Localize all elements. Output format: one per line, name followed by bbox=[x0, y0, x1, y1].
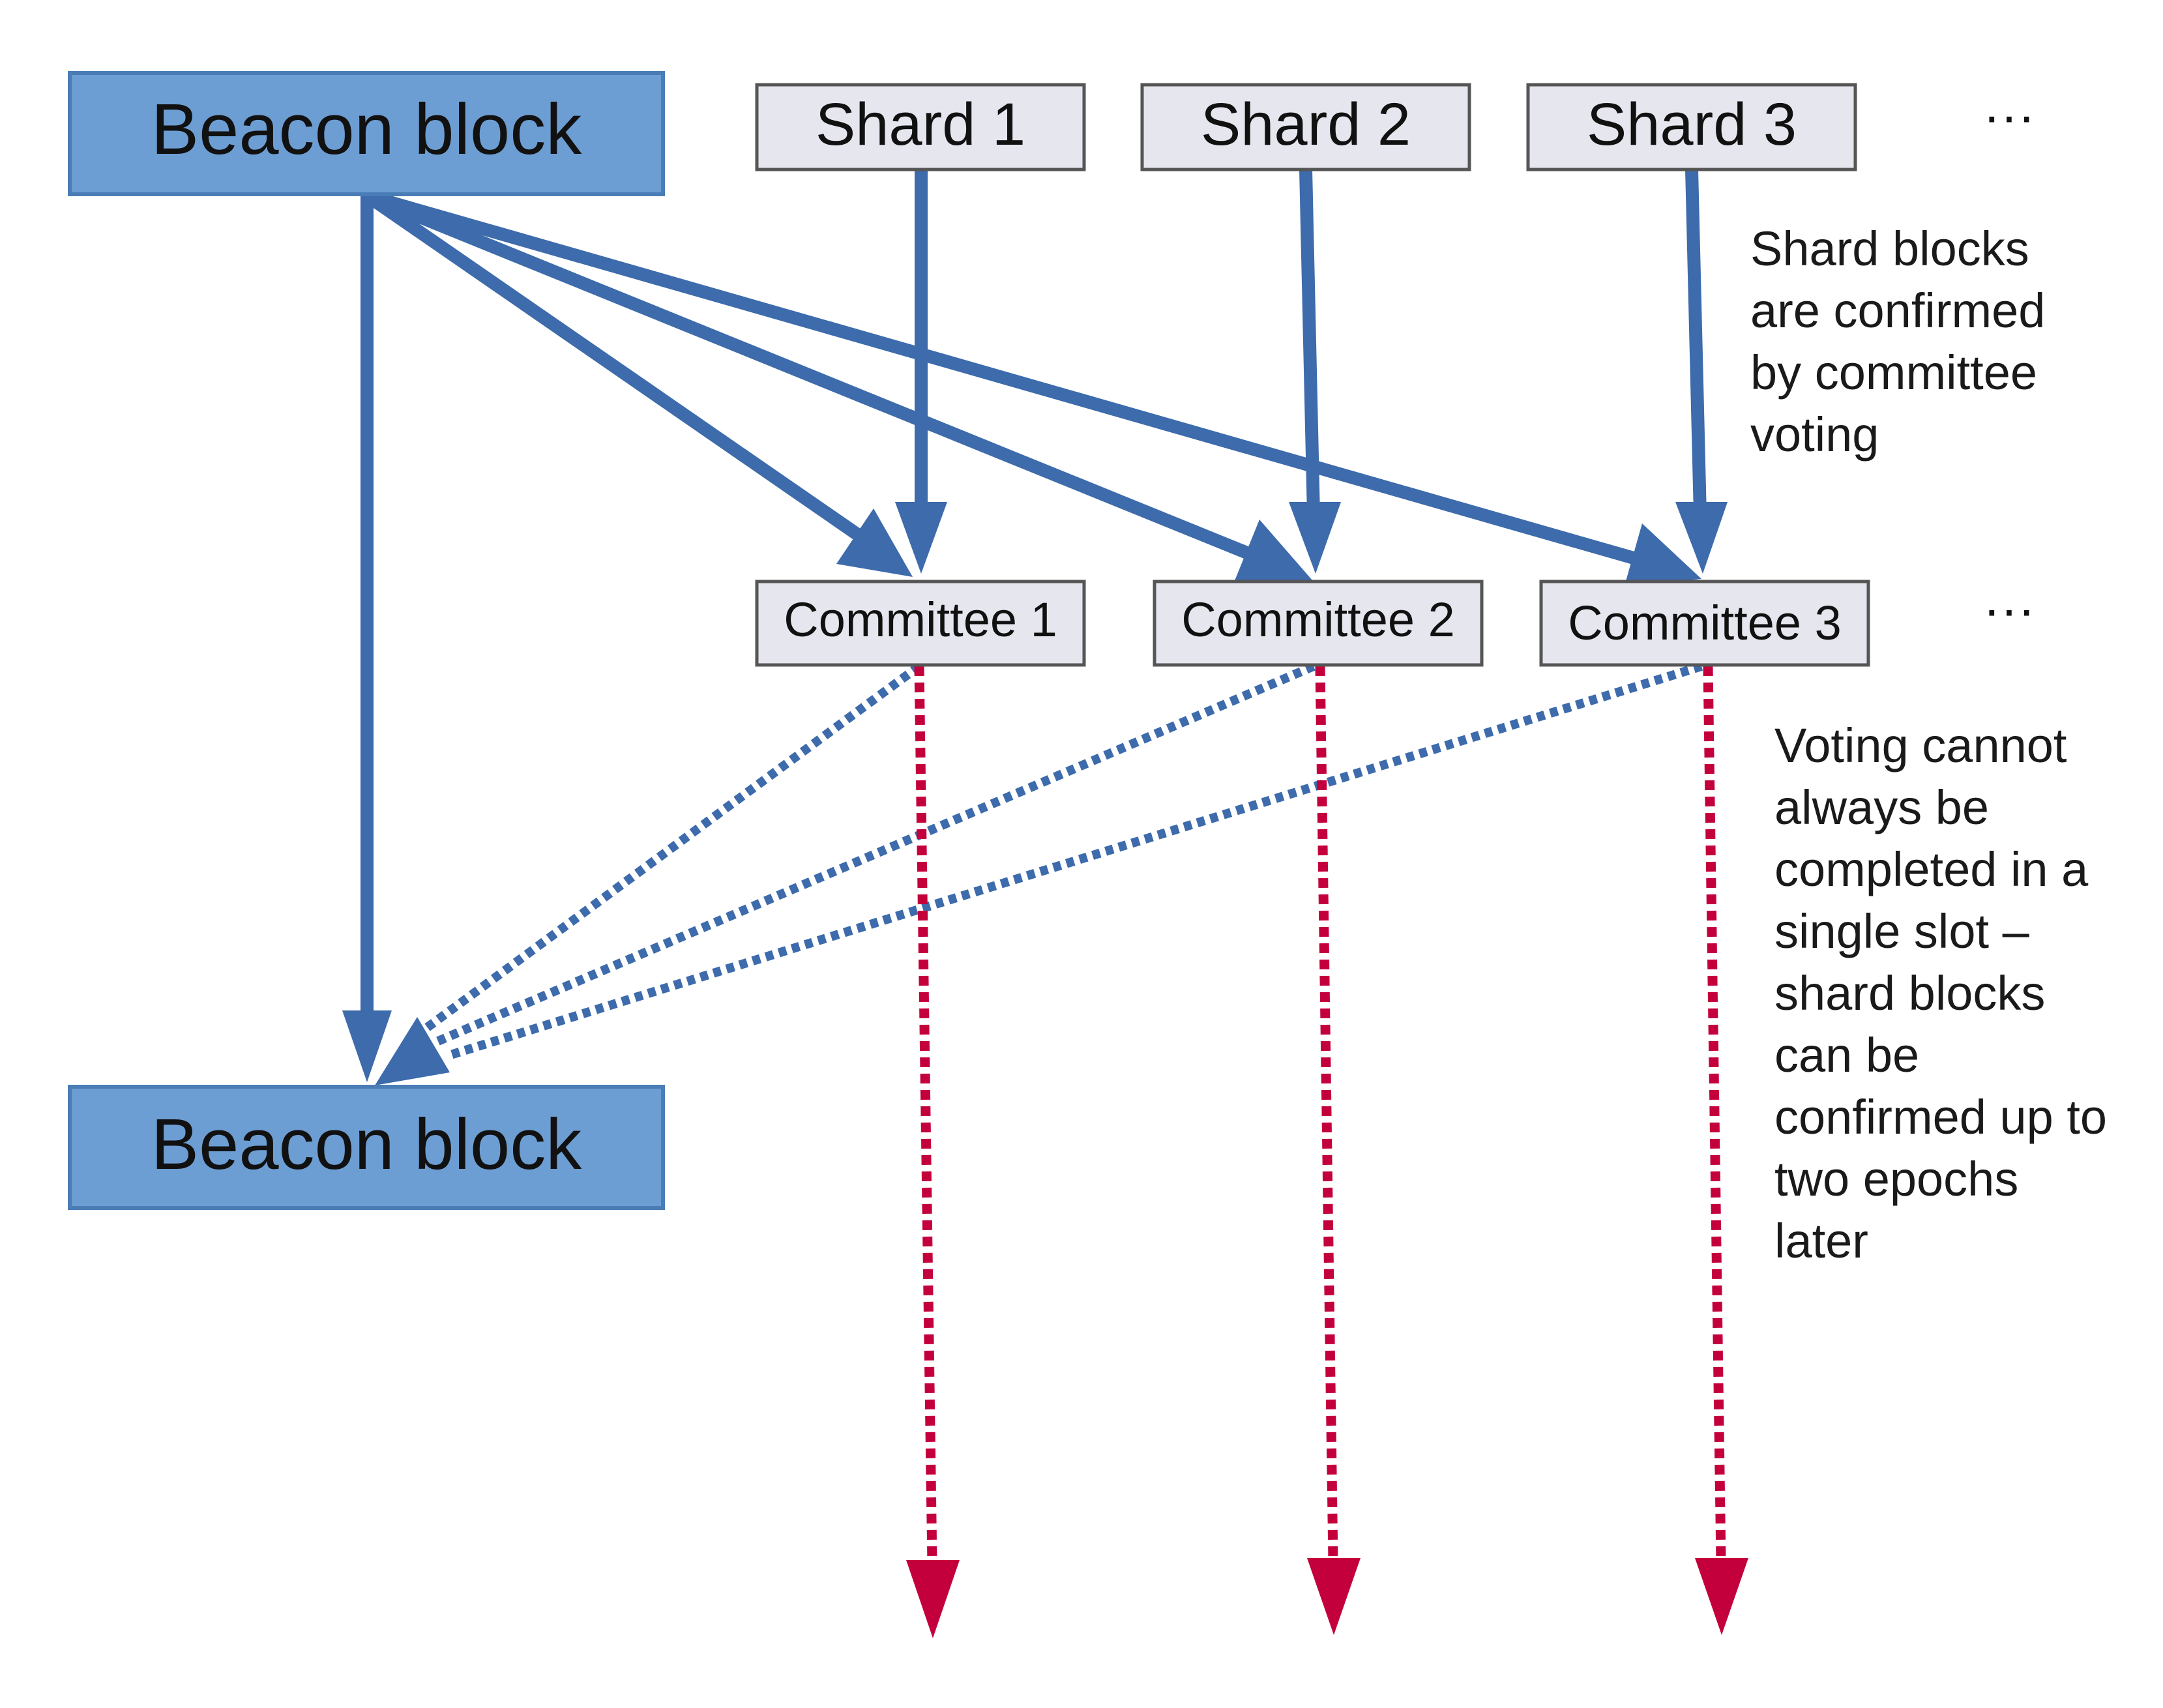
committees-ellipsis: ··· bbox=[1983, 580, 2035, 638]
arrowhead-dotted-to-beacon bbox=[375, 1017, 450, 1085]
beacon-block-top: Beacon block bbox=[68, 71, 665, 196]
note-voting-delay-line-3: completed in a bbox=[1774, 842, 2089, 896]
shard-to-committee-arrows bbox=[915, 163, 1707, 522]
beacon-block-top-label: Beacon block bbox=[151, 89, 582, 169]
dotted-committee-2-to-beacon bbox=[432, 662, 1316, 1048]
arrow-shard-3-to-committee-3 bbox=[1685, 163, 1707, 522]
note-voting-delay-line-5: shard blocks bbox=[1774, 966, 2046, 1020]
note-voting-delay-line-2: always be bbox=[1774, 780, 1990, 834]
arrow-beacon-to-committee-2 bbox=[360, 189, 1265, 564]
note-shard-confirmation-line-1: Shard blocks bbox=[1750, 222, 2029, 276]
note-shard-confirmation: Shard blocks are confirmed by committee … bbox=[1750, 218, 2045, 465]
shard-1: Shard 1 bbox=[755, 83, 1086, 171]
arrowhead-committee-2-from-beacon bbox=[1234, 520, 1312, 582]
red-arrowhead-2 bbox=[1307, 1558, 1361, 1635]
dotted-committee-1-to-beacon bbox=[420, 662, 922, 1034]
arrowhead-beacon-bottom bbox=[342, 1010, 392, 1082]
beacon-block-bottom-box bbox=[68, 1085, 665, 1210]
note-voting-delay-line-8: two epochs bbox=[1774, 1152, 2019, 1206]
red-dotted-committee-1 bbox=[914, 666, 937, 1565]
arrowhead-committee-3-from-beacon bbox=[1624, 523, 1701, 588]
shard-2-box bbox=[1140, 83, 1471, 171]
red-arrowhead-1 bbox=[906, 1560, 960, 1638]
shard-3-label: Shard 3 bbox=[1587, 91, 1797, 158]
shards-ellipsis: ··· bbox=[1983, 87, 2035, 145]
beacon-block-bottom-label: Beacon block bbox=[151, 1104, 582, 1185]
committee-1-label: Committee 1 bbox=[784, 593, 1057, 647]
arrow-beacon-to-committee-1 bbox=[360, 189, 874, 548]
committee-3-box bbox=[1539, 580, 1870, 667]
committee-1: Committee 1 bbox=[755, 580, 1086, 667]
note-shard-confirmation-line-2: are confirmed bbox=[1750, 284, 2046, 338]
red-arrowhead-3 bbox=[1695, 1558, 1748, 1635]
shard-1-box bbox=[755, 83, 1086, 171]
arrowhead-committee-1-from-beacon bbox=[836, 508, 913, 577]
committee-3: Committee 3 bbox=[1539, 580, 1870, 667]
red-dotted-committee-2 bbox=[1315, 666, 1338, 1562]
beacon-to-committee-arrows bbox=[360, 189, 1649, 1023]
red-arrowheads bbox=[906, 1558, 1748, 1638]
dotted-committee-3-to-beacon bbox=[445, 662, 1703, 1061]
note-voting-delay: Voting cannot always be completed in a s… bbox=[1774, 714, 2107, 1272]
shard-3: Shard 3 bbox=[1526, 83, 1857, 171]
arrow-beacon-to-committee-3 bbox=[360, 189, 1649, 567]
note-voting-delay-line-7: confirmed up to bbox=[1774, 1090, 2108, 1144]
committee-2: Committee 2 bbox=[1153, 580, 1484, 667]
shard-3-box bbox=[1526, 83, 1857, 171]
committee-to-beacon-dotted-arrows bbox=[420, 662, 1703, 1061]
note-shard-confirmation-line-4: voting bbox=[1750, 407, 1879, 462]
committee-3-label: Committee 3 bbox=[1568, 596, 1841, 650]
shard-2-label: Shard 2 bbox=[1201, 91, 1411, 158]
note-voting-delay-line-4: single slot – bbox=[1774, 904, 2029, 958]
committee-2-box bbox=[1153, 580, 1484, 667]
note-shard-confirmation-line-3: by committee bbox=[1750, 346, 2038, 400]
committee-1-box bbox=[755, 580, 1086, 667]
arrowhead-committee-2-from-shard bbox=[1289, 502, 1341, 574]
arrow-shard-2-to-committee-2 bbox=[1299, 163, 1320, 522]
committee-2-label: Committee 2 bbox=[1181, 593, 1454, 647]
beacon-block-bottom: Beacon block bbox=[68, 1085, 665, 1210]
note-voting-delay-line-6: can be bbox=[1774, 1028, 1920, 1082]
shard-2: Shard 2 bbox=[1140, 83, 1471, 171]
red-dotted-committee-3 bbox=[1703, 666, 1726, 1562]
shard-1-label: Shard 1 bbox=[816, 91, 1025, 158]
solid-arrowheads bbox=[342, 502, 1728, 1082]
arrowhead-committee-1-from-shard bbox=[895, 502, 947, 574]
note-voting-delay-line-1: Voting cannot bbox=[1774, 718, 2067, 773]
note-voting-delay-line-9: later bbox=[1774, 1214, 1868, 1268]
confirmation-delay-arrows bbox=[914, 666, 1726, 1565]
arrowhead-committee-3-from-shard bbox=[1675, 502, 1728, 574]
beacon-block-top-box bbox=[68, 71, 665, 196]
